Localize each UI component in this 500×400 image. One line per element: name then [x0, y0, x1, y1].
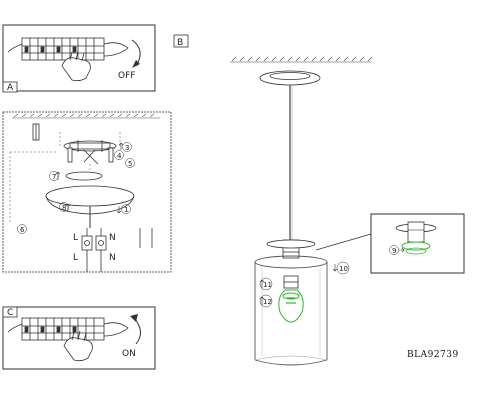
step-1: 1	[124, 206, 128, 214]
step-circles	[17, 142, 399, 308]
step-10-arrow	[332, 264, 338, 272]
glass-shade	[254, 255, 328, 366]
terminal-n-top: N	[109, 233, 116, 243]
on-label: ON	[122, 349, 136, 359]
bulb-icon	[278, 289, 304, 323]
step-7-arrow	[55, 171, 61, 180]
terminal-n-bottom: N	[109, 253, 116, 263]
switch-off-arrow-head	[132, 60, 140, 68]
screw-icon	[67, 147, 115, 163]
hand-icon	[61, 50, 91, 82]
fuse-box-off	[7, 37, 129, 61]
terminal-l-top: L	[73, 233, 78, 243]
step-8: 8	[62, 204, 66, 212]
detail-leader	[315, 233, 372, 251]
mounting-detail: 3 4 5 7 8 1 6 L N L N	[2, 111, 172, 273]
panel-b-badge	[173, 34, 189, 48]
panel-b-letter: B	[177, 38, 183, 48]
step-9-arrow	[399, 247, 405, 253]
collar-ring	[266, 239, 316, 249]
mounting-bracket	[63, 140, 117, 165]
wall-plug-icon	[32, 123, 40, 141]
panel-a-badge	[2, 81, 18, 93]
step-6: 6	[20, 226, 25, 234]
canopy-plate	[45, 185, 135, 215]
model-code: BLA92739	[407, 350, 459, 360]
terminal-block	[81, 228, 153, 272]
terminal-l-bottom: L	[73, 253, 78, 263]
switch-on-arrow	[133, 317, 141, 345]
bulb-socket	[283, 275, 299, 289]
panel-c-badge	[2, 306, 18, 318]
panel-a-frame	[2, 24, 156, 92]
step-4: 4	[117, 152, 122, 160]
nut-ring	[65, 171, 103, 181]
ceiling-canopy	[259, 70, 321, 86]
ceiling-hatch	[12, 113, 160, 119]
ceiling-hatch-b	[230, 56, 373, 63]
detail-inset: 9	[370, 213, 465, 274]
step-3-arrow	[118, 142, 124, 150]
panel-c-letter: C	[7, 308, 13, 318]
hand-icon-on	[63, 330, 93, 362]
panel-a-letter: A	[7, 83, 14, 93]
step-1-arrow	[116, 206, 122, 214]
panel-a: A OFF	[2, 24, 156, 93]
step-3: 3	[125, 144, 129, 152]
panel-b: B	[173, 34, 465, 366]
step-5: 5	[128, 160, 132, 168]
inset-ring	[401, 241, 431, 251]
fuse-box-on	[7, 317, 129, 341]
inset-holder	[407, 221, 425, 243]
step-7: 7	[52, 173, 56, 181]
step-9: 9	[392, 247, 396, 255]
step-10: 10	[339, 265, 348, 273]
step-12: 12	[263, 298, 272, 306]
switch-on-arrow-head	[130, 314, 138, 322]
step-11: 11	[263, 281, 272, 289]
off-label: OFF	[118, 71, 135, 81]
panel-c-frame	[2, 306, 156, 370]
panel-c: C ON	[2, 306, 156, 370]
